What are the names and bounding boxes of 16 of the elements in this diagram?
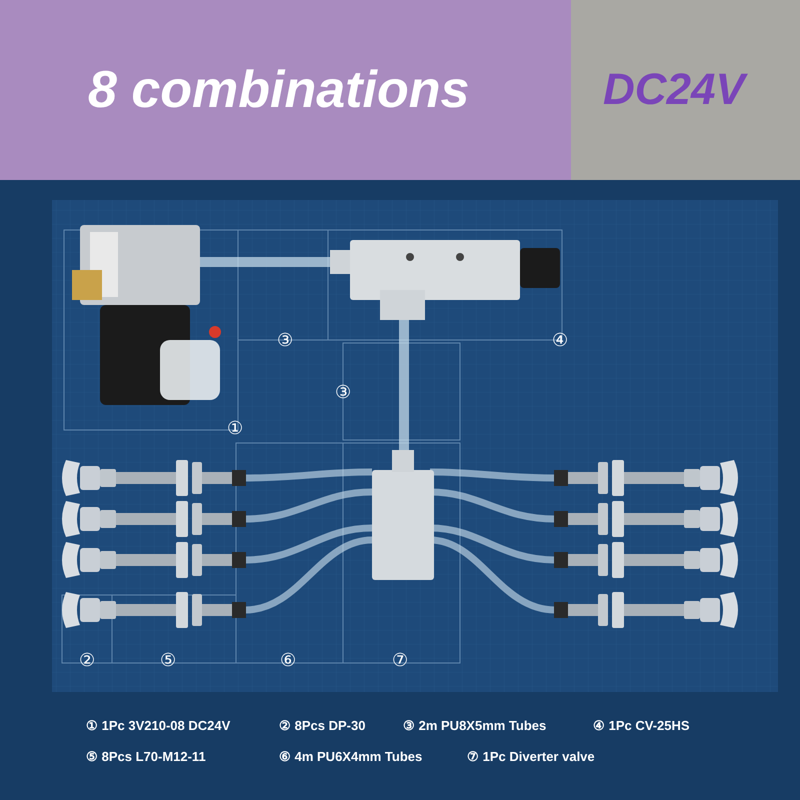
callout-number: ③ xyxy=(335,383,351,401)
callout-number: ⑦ xyxy=(392,651,408,669)
legend-item: ⑤ 8Pcs L70-M12-11 xyxy=(86,748,206,766)
callout-number: ② xyxy=(79,651,95,669)
legend-item: ② 8Pcs DP-30 xyxy=(279,717,366,735)
legend-item: ③ 2m PU8X5mm Tubes xyxy=(403,717,546,735)
legend-item: ④ 1Pc CV-25HS xyxy=(593,717,690,735)
legend-item: ⑥ 4m PU6X4mm Tubes xyxy=(279,748,422,766)
legend-item: ① 1Pc 3V210-08 DC24V xyxy=(86,717,230,735)
callout-number: ⑥ xyxy=(280,651,296,669)
legend-item: ⑦ 1Pc Diverter valve xyxy=(467,748,595,766)
callout-number: ① xyxy=(227,419,243,437)
callout-number: ⑤ xyxy=(160,651,176,669)
title: 8 combinations xyxy=(88,60,470,120)
callout-number: ③ xyxy=(277,331,293,349)
callout-number: ④ xyxy=(552,331,568,349)
